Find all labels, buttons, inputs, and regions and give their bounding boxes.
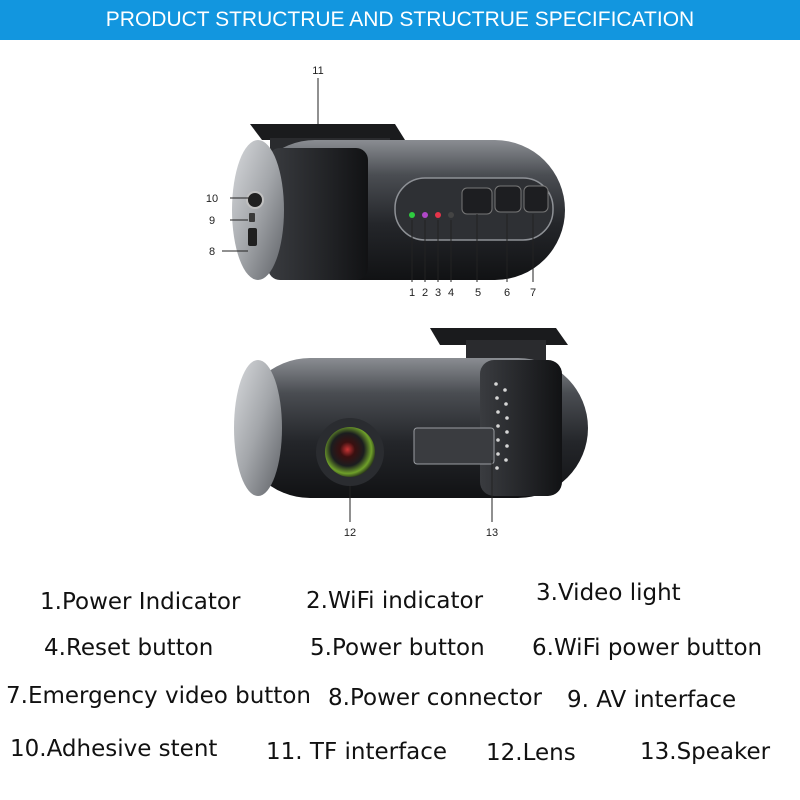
top-leader-lines [222,78,534,282]
callout-2: 2 [422,287,428,299]
camera-end-face [232,140,284,280]
speaker-grille [494,382,509,470]
legend-item-wifi-power-button: 6.WiFi power button [532,635,763,661]
legend-item-reset-button: 4.Reset button [44,635,214,661]
callout-7: 7 [530,287,536,299]
camera-top-view: 11 10 9 8 1 2 3 4 5 6 7 [206,65,565,299]
legend-item-emergency-video-button: 7.Emergency video button [6,683,311,709]
reset-button-hole [448,212,454,218]
callout-13: 13 [486,527,498,539]
legend-item-power-connector: 8.Power connector [328,685,543,711]
callout-4: 4 [448,287,454,299]
legend-item-power-indicator: 1.Power Indicator [40,589,241,615]
camera-front-view: 12 13 [234,328,588,539]
callout-3: 3 [435,287,441,299]
emergency-button-shape [523,185,549,213]
callout-11: 11 [312,65,323,77]
wifi-power-button-shape [494,185,522,213]
callout-1: 1 [409,287,415,299]
power-indicator-light [409,212,415,218]
camera-front-face [234,360,282,496]
callout-6: 6 [504,287,510,299]
product-diagram: 11 10 9 8 1 2 3 4 5 6 7 [206,65,588,539]
callout-10: 10 [206,193,218,205]
power-connector-port [248,228,257,246]
camera-collar-front [480,360,562,496]
callout-8: 8 [209,246,215,258]
legend-item-adhesive-stent: 10.Adhesive stent [10,736,218,762]
adhesive-mount-plate [250,124,405,140]
legend-item-lens: 12.Lens [486,740,576,766]
legend-item-power-button: 5.Power button [310,635,485,661]
callout-5: 5 [475,287,481,299]
page-title-banner: PRODUCT STRUCTRUE AND STRUCTRUE SPECIFIC… [0,0,800,40]
wifi-indicator-light [422,212,428,218]
tf-slot [249,213,255,222]
bottom-leader-lines [349,460,493,522]
av-interface-port [246,191,264,209]
legend-item-tf-interface: 11. TF interface [266,739,448,765]
legend-item-av-interface: 9. AV interface [567,687,737,713]
callout-9: 9 [209,215,215,227]
lens [325,427,375,477]
page-title: PRODUCT STRUCTRUE AND STRUCTRUE SPECIFIC… [105,8,695,31]
power-button-shape [461,187,493,215]
callout-12: 12 [344,527,356,539]
camera-collar [268,148,368,280]
legend-item-speaker: 13.Speaker [640,739,771,765]
product-label-plate [413,427,495,465]
video-light [435,212,441,218]
legend-item-wifi-indicator: 2.WiFi indicator [306,588,484,614]
legend-item-video-light: 3.Video light [536,580,681,606]
